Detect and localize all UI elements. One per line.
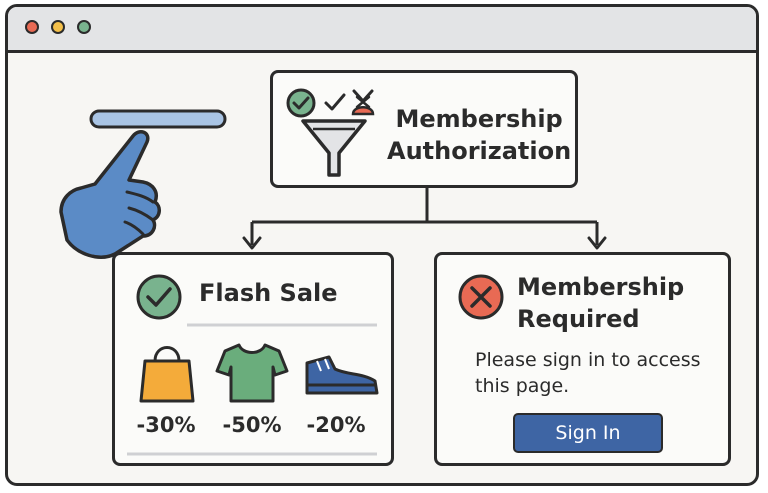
checkmark-icon <box>324 93 346 111</box>
shopping-bag-icon <box>139 346 195 403</box>
member-title-line1: Membership <box>517 273 685 301</box>
minimize-dot[interactable] <box>51 20 65 34</box>
auth-title: Membership Authorization <box>387 103 571 167</box>
sign-in-message: Please sign in to access this page. <box>475 349 701 397</box>
t-shirt-icon <box>215 343 289 403</box>
member-title-line2: Required <box>517 305 640 333</box>
title-bar <box>8 7 756 53</box>
arrow-down-icon <box>242 236 262 250</box>
connector-line <box>250 188 599 245</box>
flash-sale-title: Flash Sale <box>199 279 338 307</box>
sneaker-icon <box>305 355 379 395</box>
arrow-down-icon <box>587 236 607 250</box>
membership-required-box: Membership Required Please sign in to ac… <box>434 252 731 466</box>
divider-line <box>187 323 377 327</box>
membership-authorization-box: Membership Authorization <box>270 70 578 188</box>
discount-label: -20% <box>306 413 366 437</box>
auth-title-line2: Authorization <box>387 137 572 165</box>
membership-required-title: Membership Required <box>517 271 684 335</box>
cross-icon <box>351 89 375 116</box>
close-dot[interactable] <box>25 20 39 34</box>
sign-in-button[interactable]: Sign In <box>513 413 663 453</box>
maximize-dot[interactable] <box>77 20 91 34</box>
discount-label: -30% <box>136 413 196 437</box>
bottom-divider <box>127 452 377 456</box>
flash-sale-box: Flash Sale -30% -50% -20% <box>112 252 394 466</box>
slider-bar[interactable] <box>88 108 228 132</box>
pointing-hand-icon <box>59 130 161 259</box>
auth-title-line1: Membership <box>395 105 563 133</box>
success-check-icon <box>136 274 182 320</box>
error-x-icon <box>458 274 504 320</box>
check-circle-icon <box>286 88 316 118</box>
funnel-icon <box>301 119 367 177</box>
discount-label: -50% <box>222 413 282 437</box>
